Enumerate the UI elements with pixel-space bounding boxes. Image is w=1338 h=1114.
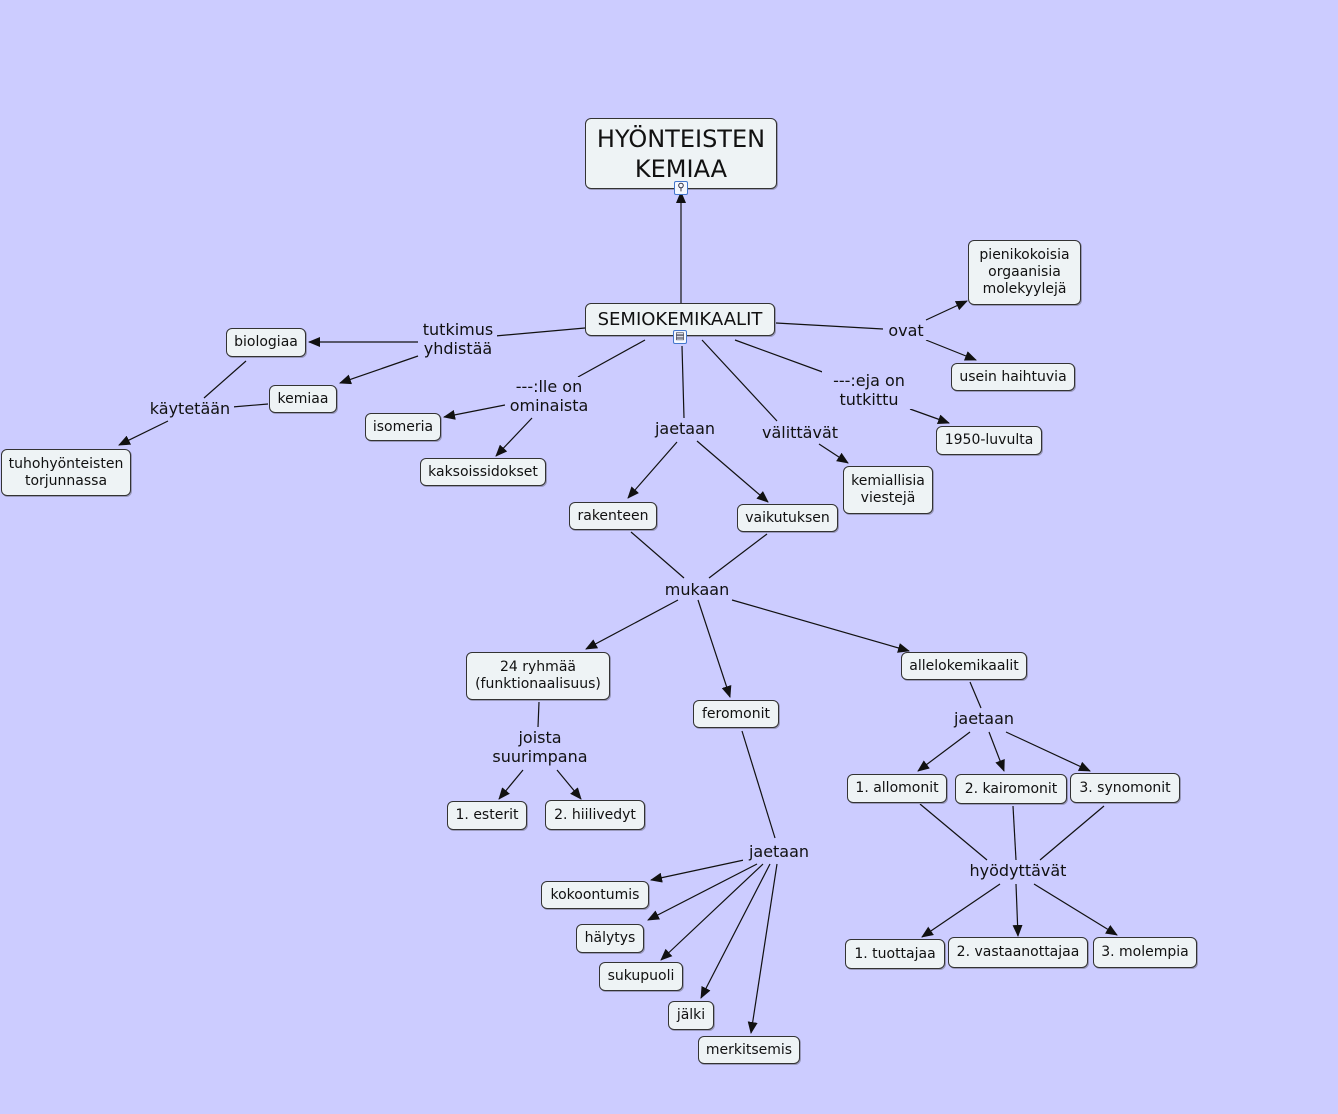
concept-tuhohyonteisten-torjunnassa[interactable]: tuhohyönteisten torjunnassa: [1, 449, 131, 496]
link-valittavat: välittävät: [756, 423, 844, 442]
link-ovat: ovat: [883, 321, 929, 340]
concept-jalki[interactable]: jälki: [668, 1001, 714, 1030]
concept-kokoontumis[interactable]: kokoontumis: [541, 881, 649, 909]
link-eja-on-tutkittu: ---:eja on tutkittu: [822, 371, 916, 409]
document-link-icon[interactable]: ▤: [673, 330, 687, 344]
link-mukaan: mukaan: [660, 580, 734, 599]
concept-sukupuoli[interactable]: sukupuoli: [599, 962, 683, 991]
concept-24-ryhmaa[interactable]: 24 ryhmää (funktionaalisuus): [466, 652, 610, 700]
concept-allomonit[interactable]: 1. allomonit: [847, 774, 947, 803]
concept-feromonit[interactable]: feromonit: [693, 700, 779, 728]
concept-kemiaa[interactable]: kemiaa: [269, 385, 337, 413]
concept-pienikokoisia-orgaanisia-molekyyleja[interactable]: pienikokoisia orgaanisia molekyylejä: [968, 240, 1081, 305]
concept-biologiaa[interactable]: biologiaa: [226, 328, 306, 357]
link-jaetaan-feromonit: jaetaan: [743, 842, 815, 861]
concept-vastaanottajaa[interactable]: 2. vastaanottajaa: [948, 937, 1088, 968]
concept-vaikutuksen[interactable]: vaikutuksen: [737, 504, 838, 532]
link-lle-on-ominaista: ---:lle on ominaista: [505, 377, 593, 415]
concept-isomeria[interactable]: isomeria: [365, 413, 441, 441]
concept-rakenteen[interactable]: rakenteen: [569, 502, 657, 530]
concept-map-link-icon[interactable]: ⚲: [674, 181, 688, 195]
concept-hyonteisten-kemiaa[interactable]: HYÖNTEISTEN KEMIAA: [585, 118, 777, 189]
concept-halytys[interactable]: hälytys: [576, 924, 644, 953]
concept-hiilivedyt[interactable]: 2. hiilivedyt: [545, 800, 645, 830]
concept-allelokemikaalit[interactable]: allelokemikaalit: [901, 652, 1027, 680]
concept-1950-luvulta[interactable]: 1950-luvulta: [936, 426, 1042, 455]
concept-kemiallisia-viesteja[interactable]: kemiallisia viestejä: [843, 466, 933, 514]
concept-esterit[interactable]: 1. esterit: [447, 801, 527, 830]
link-tutkimus-yhdistaa: tutkimus yhdistää: [419, 320, 497, 358]
concept-tuottajaa[interactable]: 1. tuottajaa: [845, 939, 945, 969]
link-joista-suurimpana: joista suurimpana: [487, 728, 593, 766]
concept-kairomonit[interactable]: 2. kairomonit: [955, 774, 1067, 804]
concept-kaksoissidokset[interactable]: kaksoissidokset: [420, 458, 546, 486]
link-jaetaan-allelokemikaalit: jaetaan: [948, 709, 1020, 728]
concept-usein-haihtuvia[interactable]: usein haihtuvia: [951, 363, 1075, 391]
concept-merkitsemis[interactable]: merkitsemis: [698, 1036, 800, 1064]
concept-molempia[interactable]: 3. molempia: [1093, 937, 1197, 968]
link-hyodyttavat: hyödyttävät: [964, 861, 1072, 880]
link-jaetaan: jaetaan: [649, 419, 721, 438]
link-kaytetaan: käytetään: [146, 399, 234, 418]
concept-synomonit[interactable]: 3. synomonit: [1070, 773, 1180, 803]
